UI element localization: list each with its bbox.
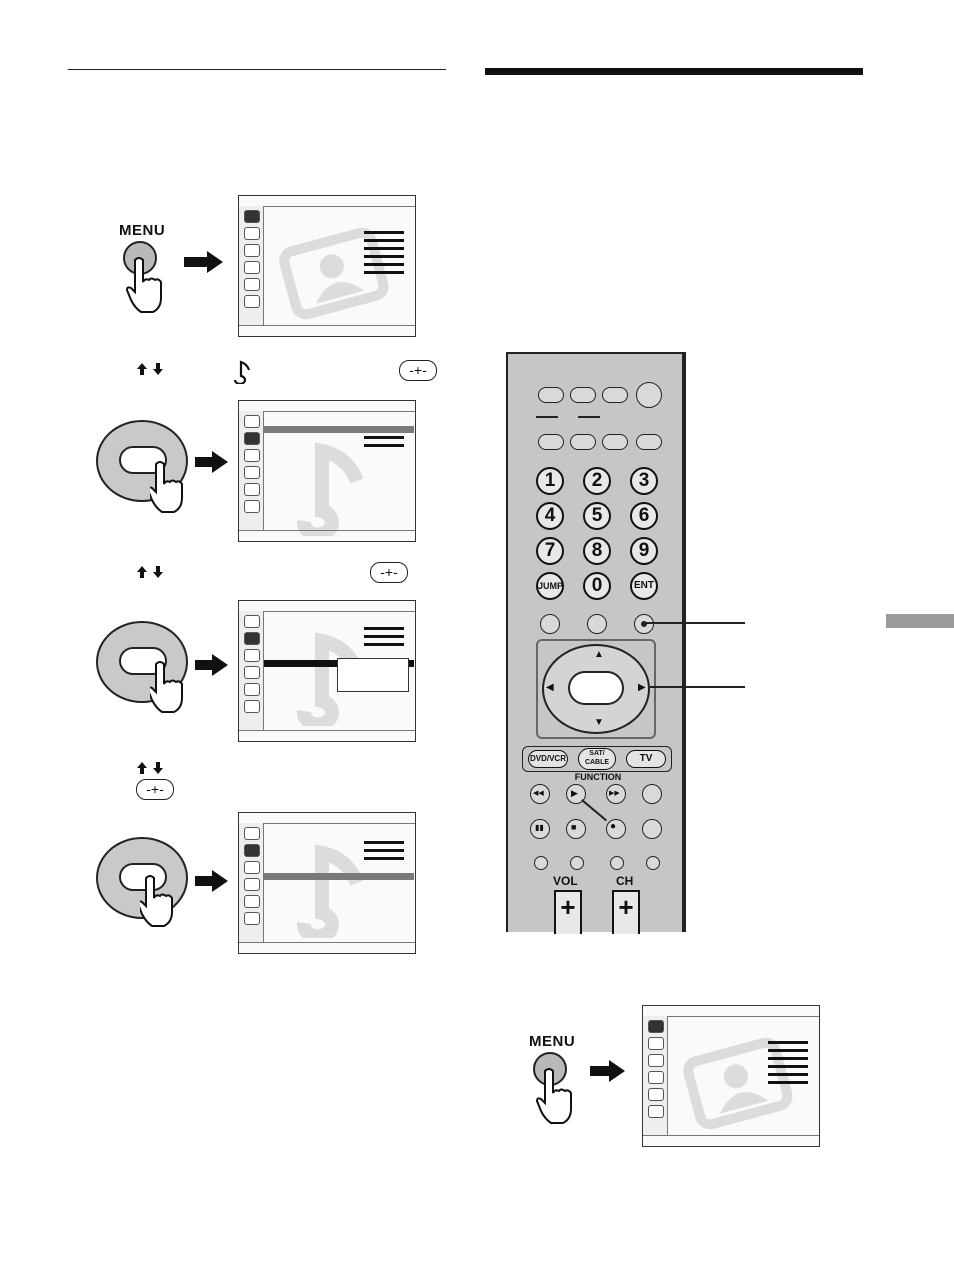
rewind-button[interactable]	[530, 784, 550, 804]
play-button[interactable]	[566, 784, 586, 804]
remote-small-button[interactable]	[646, 856, 660, 870]
left-column-rule	[68, 69, 446, 70]
step2-arrow-head	[212, 451, 228, 473]
key-2[interactable]: 2	[583, 467, 611, 495]
remote-power-button[interactable]	[636, 382, 662, 408]
remote-control: 1 2 3 4 5 6 7 8 9 JUMP 0 ENT ▲ ▼ ◀ ▶ DVD…	[506, 352, 686, 934]
function-label: FUNCTION	[574, 772, 622, 782]
step4-arrow-head	[212, 870, 228, 892]
enter-button-icon: -+-	[399, 360, 437, 381]
sound-menu-icon	[233, 360, 251, 384]
joystick-center-step4[interactable]	[119, 863, 167, 891]
remote-round-button[interactable]	[540, 614, 560, 634]
ch-plus-button[interactable]: +	[612, 890, 640, 934]
tv-screen-sound-menu	[238, 400, 416, 542]
stop-button[interactable]	[566, 819, 586, 839]
dpad-highlight-box	[536, 639, 656, 739]
fast-forward-button[interactable]	[606, 784, 626, 804]
remote-round-button[interactable]	[642, 819, 662, 839]
vol-label: VOL	[553, 874, 578, 888]
menu-button-label: MENU	[119, 222, 166, 239]
tv-screen-picture-menu-1	[238, 195, 416, 337]
step2-arrow-shaft	[195, 457, 215, 467]
key-8[interactable]: 8	[583, 537, 611, 565]
key-6[interactable]: 6	[630, 502, 658, 530]
remote-top-button[interactable]	[602, 387, 628, 403]
up-down-arrows-icon	[137, 363, 163, 375]
key-9[interactable]: 9	[630, 537, 658, 565]
step1-arrow-head	[207, 251, 223, 273]
remote-small-button[interactable]	[534, 856, 548, 870]
bottom-arrow-head	[609, 1060, 625, 1082]
bottom-arrow-shaft	[590, 1066, 612, 1076]
leader-line-menu	[645, 622, 745, 624]
remote-round-button[interactable]	[587, 614, 607, 634]
record-button[interactable]	[606, 819, 626, 839]
leader-line-dpad	[650, 686, 745, 688]
step3-arrow-head	[212, 654, 228, 676]
pressing-hand-icon	[125, 257, 162, 313]
remote-top-button[interactable]	[602, 434, 628, 450]
remote-top-button[interactable]	[570, 434, 596, 450]
key-0[interactable]: 0	[583, 572, 611, 600]
enter-button-icon: -+-	[370, 562, 408, 583]
remote-top-button[interactable]	[538, 434, 564, 450]
ch-label: CH	[616, 874, 634, 888]
up-down-arrows-icon	[137, 762, 163, 774]
section-side-tab	[886, 614, 954, 628]
tv-screen-sound-applied	[238, 812, 416, 954]
key-5[interactable]: 5	[583, 502, 611, 530]
remote-top-button[interactable]	[570, 387, 596, 403]
up-down-arrows-icon	[137, 566, 163, 578]
tv-screen-sound-submenu	[238, 600, 416, 742]
step4-arrow-shaft	[195, 876, 215, 886]
remote-dpad-center[interactable]	[568, 671, 624, 705]
remote-small-button[interactable]	[610, 856, 624, 870]
function-sat-cable-button[interactable]: SAT/ CABLE	[578, 748, 616, 770]
remote-top-button[interactable]	[538, 387, 564, 403]
step3-arrow-shaft	[195, 660, 215, 670]
pause-button[interactable]	[530, 819, 550, 839]
step1-arrow-shaft	[184, 257, 210, 267]
key-3[interactable]: 3	[630, 467, 658, 495]
right-column-rule	[485, 68, 863, 75]
menu-button-label: MENU	[529, 1033, 576, 1050]
key-ent[interactable]: ENT	[630, 572, 658, 600]
key-jump[interactable]: JUMP	[536, 572, 564, 600]
key-7[interactable]: 7	[536, 537, 564, 565]
remote-small-button[interactable]	[570, 856, 584, 870]
pressing-hand-icon	[150, 661, 183, 713]
function-dvd-vcr-button[interactable]: DVD/VCR	[528, 750, 568, 768]
vol-plus-button[interactable]: +	[554, 890, 582, 934]
key-4[interactable]: 4	[536, 502, 564, 530]
enter-button-icon: -+-	[136, 779, 174, 800]
function-tv-button[interactable]: TV	[626, 750, 666, 768]
key-1[interactable]: 1	[536, 467, 564, 495]
pressing-hand-icon	[535, 1068, 572, 1124]
remote-top-button[interactable]	[636, 434, 662, 450]
pressing-hand-icon	[140, 875, 173, 927]
pressing-hand-icon	[150, 461, 183, 513]
tv-screen-picture-menu-2	[642, 1005, 820, 1147]
joystick-center-step3[interactable]	[119, 647, 167, 675]
remote-round-button[interactable]	[642, 784, 662, 804]
